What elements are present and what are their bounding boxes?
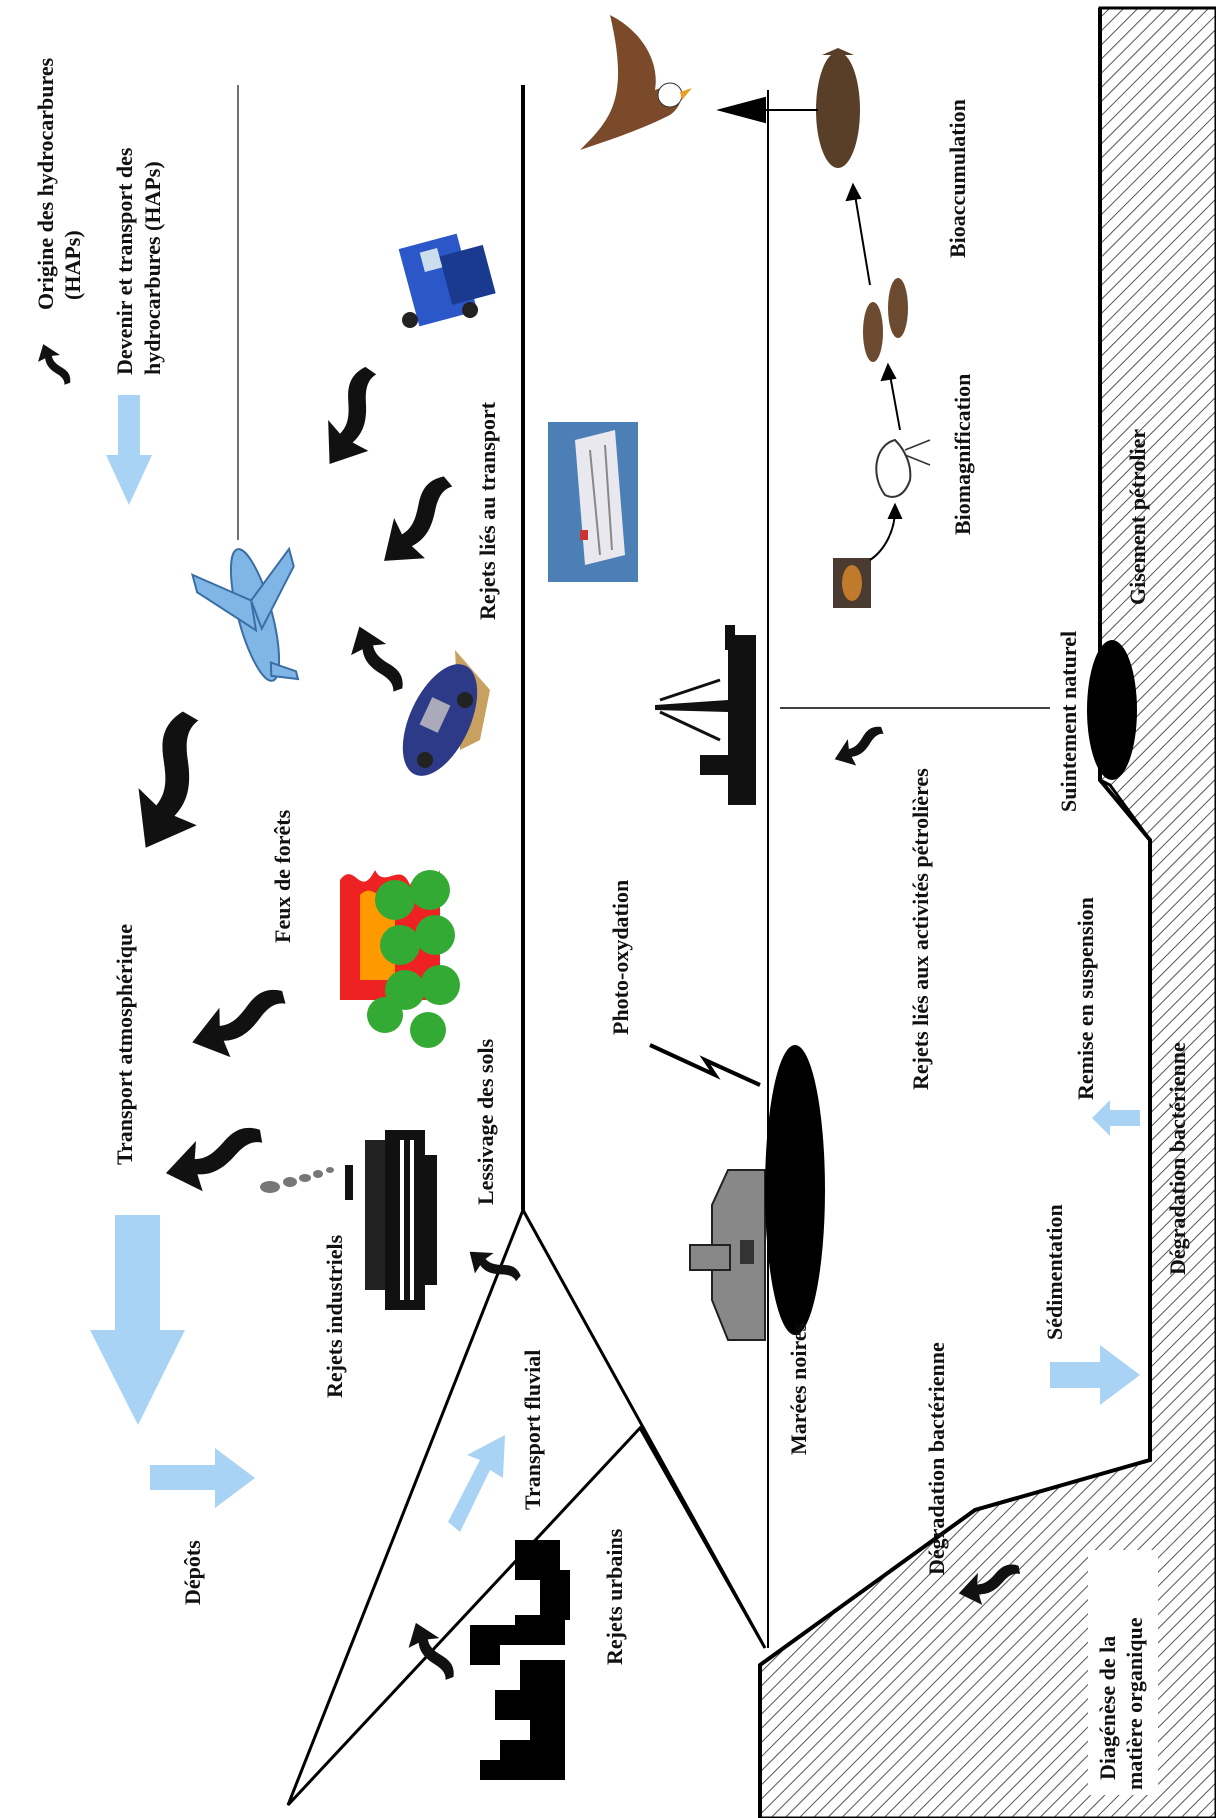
industrial-emission-arrow-icon — [160, 1125, 269, 1197]
label-transport-atmospherique: Transport atmosphérique — [112, 924, 137, 1165]
oil-slick — [765, 1045, 825, 1335]
mussel-photo — [833, 558, 871, 608]
airplane-arrow-icon — [109, 708, 243, 865]
label-depots: Dépôts — [180, 1540, 205, 1605]
label-diagenese-1: Diagénèse de la — [1095, 1636, 1120, 1780]
label-biomagnification: Biomagnification — [950, 374, 975, 535]
label-rejets-transport: Rejets liés au transport — [475, 401, 500, 620]
label-feux-de-forets: Feux de forêts — [270, 809, 295, 943]
legend-fate-arrow-icon — [106, 395, 152, 505]
label-bioaccumulation: Bioaccumulation — [945, 99, 970, 258]
depots-side-arrow-icon — [150, 1448, 255, 1508]
label-sedimentation: Sédimentation — [1042, 1204, 1067, 1340]
diagenese-box — [1088, 1550, 1158, 1795]
label-marees-noires: Marées noires — [786, 1322, 811, 1455]
label-photo-oxydation: Photo-oxydation — [608, 880, 633, 1035]
big-fish-icon — [816, 48, 860, 168]
label-degradation-bacterienne-2: Dégradation bactérienne — [1165, 1042, 1190, 1275]
urban-arrow-icon — [401, 1616, 456, 1688]
boat-transport-arrow-icon — [364, 473, 477, 580]
truck-arrow-icon — [304, 364, 407, 478]
fluvial-arrow-icon — [448, 1435, 505, 1532]
lightning-icon — [649, 1043, 761, 1087]
forest-fire-icon — [340, 870, 460, 1048]
oil-seep-reservoir — [1087, 640, 1137, 780]
legend-origin-text-2: (HAPs) — [60, 230, 85, 300]
factory-icon — [260, 1130, 437, 1310]
legend-fate-text-2: hydrocarbures (HAPs) — [140, 161, 165, 375]
truck-icon — [398, 233, 496, 328]
oil-tanker-icon — [689, 1169, 766, 1341]
small-fish-icon — [863, 278, 908, 362]
label-diagenese-2: matière organique — [1122, 1617, 1147, 1790]
legend-origin-text: Origine des hydrocarbures — [33, 57, 58, 310]
label-rejets-urbains: Rejets urbains — [602, 1528, 627, 1665]
sedimentation-arrow-icon — [1050, 1345, 1140, 1405]
label-suintement-naturel: Suintement naturel — [1056, 631, 1081, 812]
sediment-floor — [758, 6, 1216, 1818]
label-remise-en-suspension: Remise en suspension — [1073, 897, 1098, 1100]
city-skyline-icon — [470, 1540, 570, 1780]
legend-origin-arrow-icon — [32, 339, 72, 391]
remise-arrow-icon — [1092, 1100, 1140, 1136]
depots-big-arrow-icon — [90, 1215, 185, 1425]
label-degradation-bacterienne-1: Dégradation bactérienne — [924, 1342, 949, 1575]
cruise-ship-photo — [548, 422, 638, 582]
forest-fire-arrow-icon — [184, 986, 296, 1066]
eagle-icon — [580, 15, 692, 150]
label-transport-fluvial: Transport fluvial — [520, 1350, 545, 1510]
label-rejets-activites-petrolieres: Rejets liés aux activités pétrolières — [908, 768, 933, 1090]
label-rejets-industriels: Rejets industriels — [322, 1234, 347, 1398]
river-land-lines — [286, 1209, 767, 1807]
car-arrow-icon — [342, 618, 406, 701]
oil-rig-icon — [655, 625, 756, 805]
car-icon — [402, 650, 490, 776]
food-chain-arrows — [716, 96, 903, 561]
legend — [32, 339, 152, 505]
petroleum-arrow-icon — [828, 724, 891, 772]
airplane-icon — [190, 546, 300, 682]
shrimp-icon — [875, 438, 931, 498]
seabed-line — [758, 8, 1152, 1818]
legend-fate-text: Devenir et transport des — [112, 147, 137, 375]
label-lessivage-des-sols: Lessivage des sols — [473, 1038, 498, 1205]
label-gisement-petrolier: Gisement pétrolier — [1125, 429, 1150, 605]
